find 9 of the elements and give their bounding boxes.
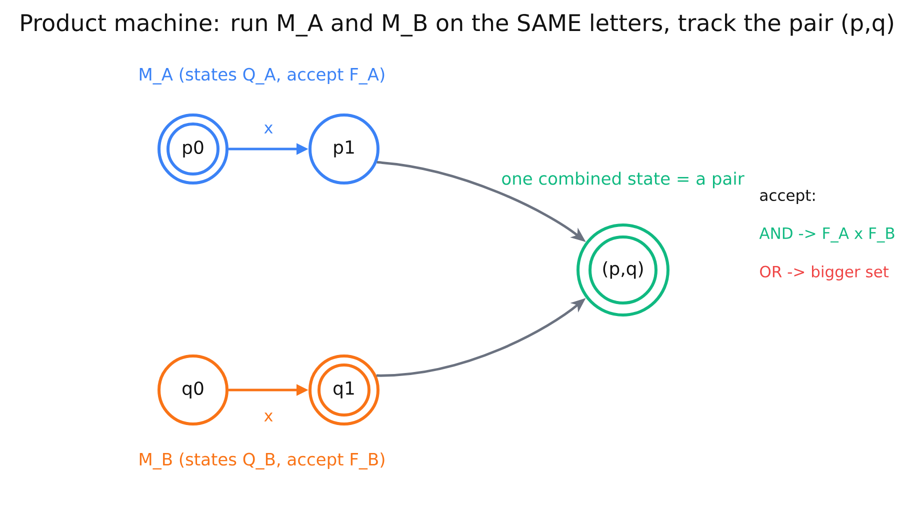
edge-label: x bbox=[262, 124, 274, 134]
note-line: AND -> F_A x F_B bbox=[759, 228, 894, 242]
note-heading: accept: bbox=[760, 190, 815, 204]
state-caption: one combined state = a pair bbox=[502, 172, 744, 188]
edge-label: x bbox=[262, 412, 274, 422]
machine-caption: M_A (states Q_A, accept F_A) bbox=[140, 68, 384, 84]
title: Product machine: run M_A and M_B on the SAME letters, track the pair (p,q) bbox=[21, 14, 893, 36]
machine-caption: M_B (states Q_B, accept F_B) bbox=[140, 452, 384, 470]
note-line: OR -> bigger set bbox=[760, 266, 889, 280]
